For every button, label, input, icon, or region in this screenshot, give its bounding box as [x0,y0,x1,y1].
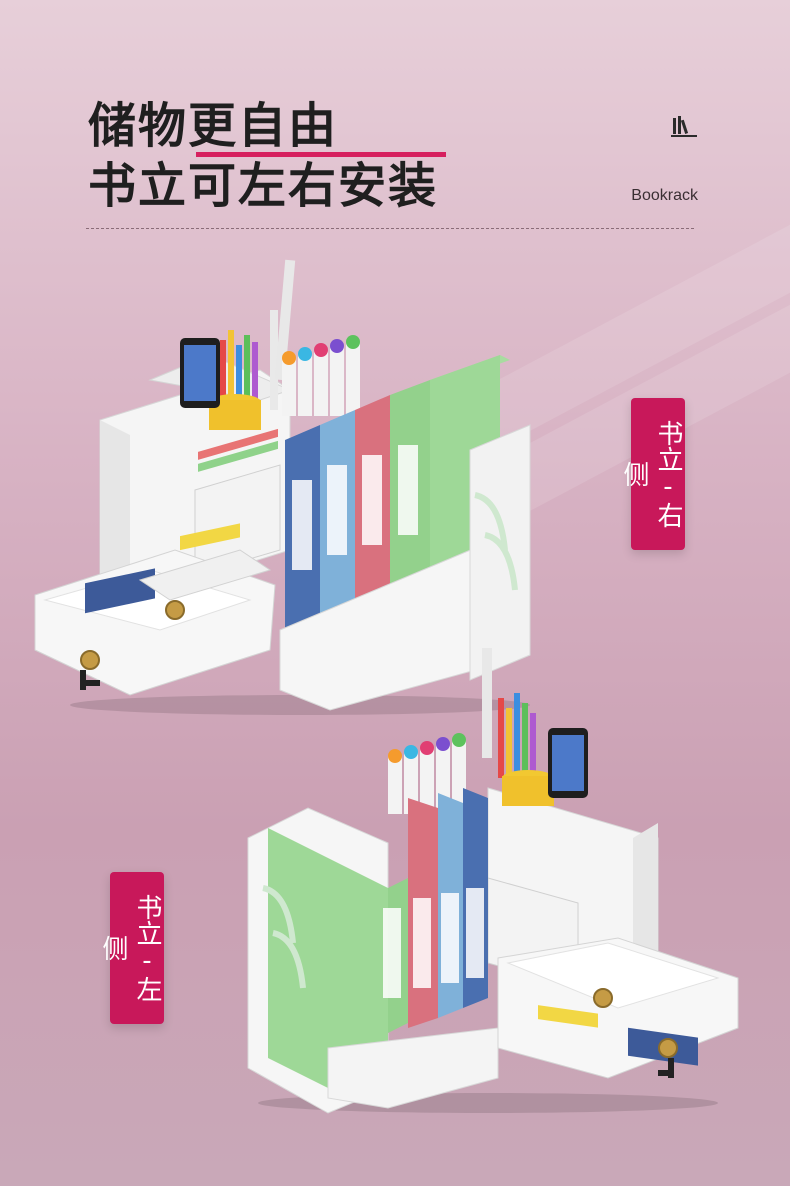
divider [86,228,694,229]
brand-label: Bookrack [631,187,698,204]
headline: 储物更自由 书立可左右安装 [88,96,446,216]
headline-line1: 储物更自由 [88,98,339,154]
desk-organizer-image-right [34,259,531,715]
desk-organizer-image-left [247,648,739,1114]
tag-bookend-left: 书立-左侧 [98,872,164,1024]
headline-line2: 书立可左右安装 [88,158,439,214]
book-stack-icon [671,116,697,137]
tag-bookend-right: 书立-右侧 [619,398,685,550]
headline-underline [196,152,446,157]
